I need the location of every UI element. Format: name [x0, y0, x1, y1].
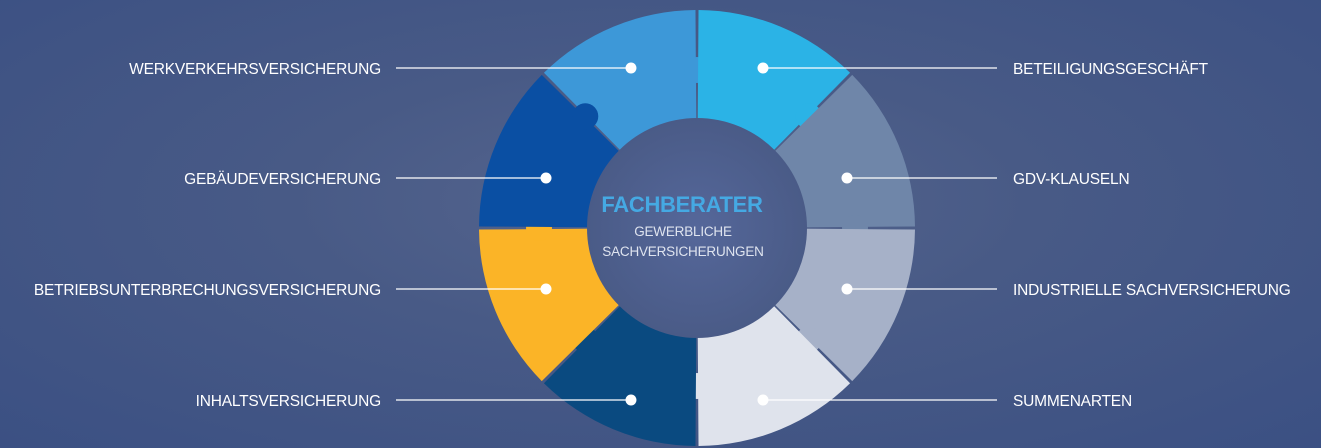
segment-label-5: SUMMENARTEN — [1013, 393, 1132, 410]
puzzle-piece-4 — [766, 228, 915, 382]
segment-labels: WERKVERKEHRSVERSICHERUNG BETEILIGUNGSGESC… — [34, 61, 1291, 410]
center-subtitle-line2: SACHVERSICHERUNGEN — [602, 244, 763, 259]
segment-label-1: WERKVERKEHRSVERSICHERUNG — [129, 61, 381, 78]
puzzle-piece-7 — [479, 228, 628, 382]
segment-dot-3 — [841, 172, 853, 184]
puzzle-piece-6 — [543, 297, 697, 446]
segment-dot-5 — [757, 394, 769, 406]
segment-dot-2 — [757, 62, 769, 74]
puzzle-piece-5 — [697, 297, 851, 446]
center-disc — [587, 118, 807, 338]
segment-label-4: INDUSTRIELLE SACHVERSICHERUNG — [1013, 282, 1291, 299]
segment-label-7: BETRIEBSUNTERBRECHUNGSVERSICHERUNG — [34, 282, 381, 299]
segment-dot-8 — [540, 172, 552, 184]
segment-dot-1 — [625, 62, 637, 74]
segment-dot-7 — [540, 283, 552, 295]
center-label: FACHBERATER GEWERBLICHE SACHVERSICHERUNG… — [601, 192, 764, 259]
puzzle-ring — [479, 10, 915, 446]
segment-label-3: GDV-KLAUSELN — [1013, 171, 1129, 188]
puzzle-piece-8 — [479, 74, 628, 228]
segment-label-8: GEBÄUDEVERSICHERUNG — [184, 171, 381, 188]
puzzle-knob-8 — [572, 103, 599, 130]
puzzle-piece-3 — [766, 74, 915, 228]
segment-label-6: INHALTSVERSICHERUNG — [196, 393, 381, 410]
segment-label-2: BETEILIGUNGSGESCHÄFT — [1013, 61, 1209, 78]
segment-dot-6 — [625, 394, 637, 406]
puzzle-piece-2 — [697, 10, 851, 159]
segment-dot-4 — [841, 283, 853, 295]
center-subtitle-line1: GEWERBLICHE — [634, 224, 732, 239]
center-title: FACHBERATER — [601, 192, 763, 217]
puzzle-piece-1 — [543, 10, 697, 159]
